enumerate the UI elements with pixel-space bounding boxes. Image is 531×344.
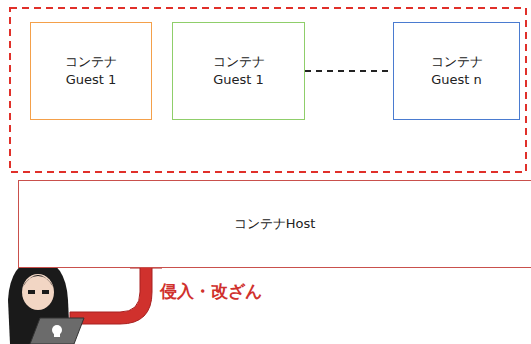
container-box: コンテナ Guest n (393, 22, 520, 120)
attack-label: 侵入・改ざん (160, 280, 262, 303)
node-text: コンテナ Guest 1 (60, 53, 122, 88)
container-box: コンテナ Guest 1 (30, 22, 152, 120)
container-box: コンテナ Guest 1 (172, 22, 305, 120)
node-text: コンテナHost (234, 215, 316, 233)
guest-region (10, 8, 526, 172)
node-text: コンテナ Guest n (426, 53, 488, 88)
node-text: コンテナ Guest 1 (208, 53, 270, 88)
hacker-figure (8, 258, 84, 344)
dashed-connector (305, 70, 393, 72)
host-box: コンテナHost (18, 180, 531, 268)
